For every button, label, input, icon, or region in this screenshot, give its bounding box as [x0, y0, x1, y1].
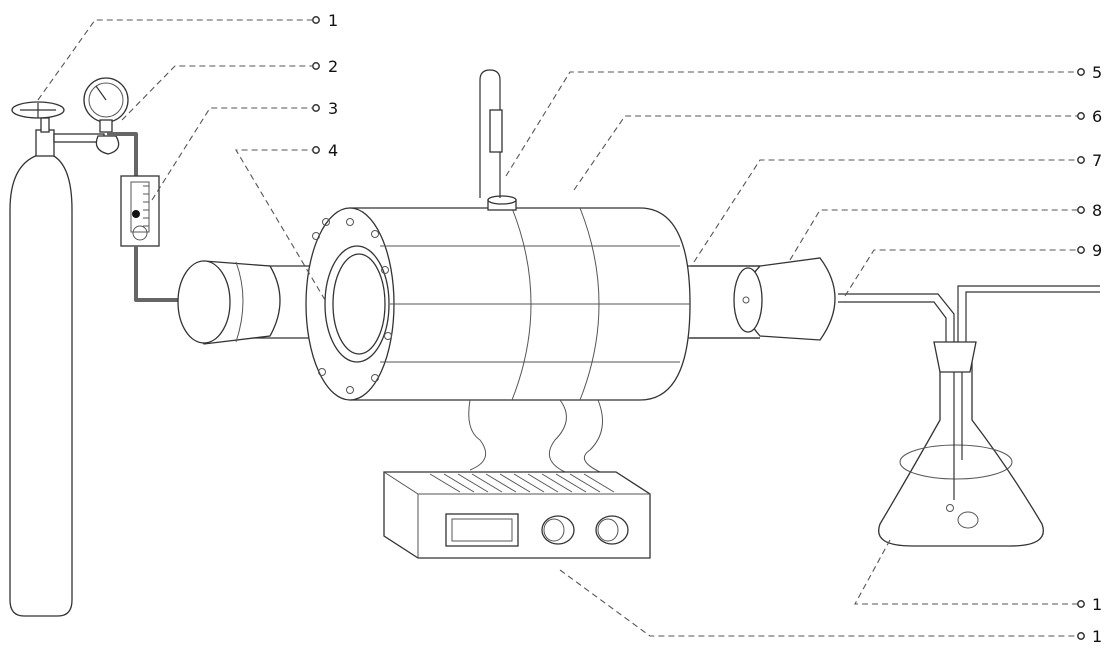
label-8: 8	[1092, 201, 1102, 220]
temperature-controller	[383, 471, 651, 559]
pressure-regulator	[53, 77, 129, 155]
thermocouple	[479, 69, 503, 198]
callout-leaders	[37, 19, 1078, 637]
power-wire-1	[468, 399, 487, 471]
tube-furnace	[305, 195, 691, 401]
right-stopper	[690, 257, 836, 341]
label-10: 1	[1092, 595, 1102, 614]
label-1: 1	[328, 11, 338, 30]
gas-cylinder	[9, 101, 73, 617]
flow-meter	[120, 175, 160, 247]
gas-line-upper	[107, 132, 138, 176]
label-7: 7	[1092, 151, 1102, 170]
power-wire-2	[548, 399, 567, 473]
left-stopper	[177, 260, 281, 345]
conical-flask	[878, 341, 1044, 547]
label-11: 1	[1092, 627, 1102, 646]
power-wire-3	[583, 399, 603, 473]
label-3: 3	[328, 99, 338, 118]
label-5: 5	[1092, 63, 1102, 82]
label-4: 4	[328, 141, 338, 160]
label-2: 2	[328, 57, 338, 76]
label-6: 6	[1092, 107, 1102, 126]
callout-dots	[312, 16, 1085, 640]
label-9: 9	[1092, 241, 1102, 260]
